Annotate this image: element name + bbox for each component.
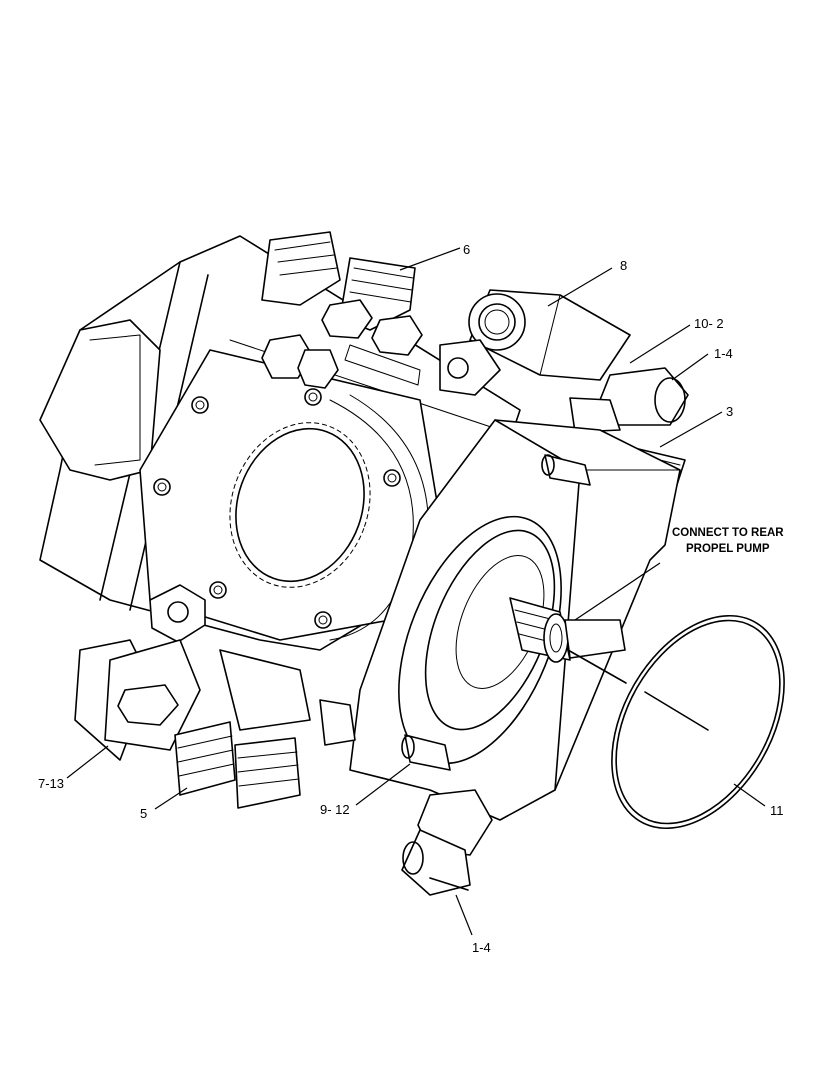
callout-8: 8 (620, 258, 627, 273)
leader-lines (66, 247, 766, 936)
bottom-fitting (401, 789, 493, 896)
note-line-2: PROPEL PUMP (686, 543, 770, 555)
o-ring (611, 614, 785, 830)
splined-shaft (509, 597, 709, 731)
callout-1-4-bottom: 1-4 (472, 940, 491, 955)
fitting-8 (439, 289, 631, 396)
callout-11: 11 (770, 803, 784, 818)
callout-1-4-top: 1-4 (714, 346, 733, 361)
lower-left-fittings (74, 639, 356, 809)
callout-9-12: 9- 12 (320, 802, 350, 817)
callout-5: 5 (140, 806, 147, 821)
callout-6: 6 (463, 242, 470, 257)
note-line-1: CONNECT TO REAR (672, 527, 784, 539)
callout-3: 3 (726, 404, 733, 419)
callout-10-2: 10- 2 (694, 316, 724, 331)
top-fittings (261, 231, 423, 386)
callout-7-13: 7-13 (38, 776, 64, 791)
